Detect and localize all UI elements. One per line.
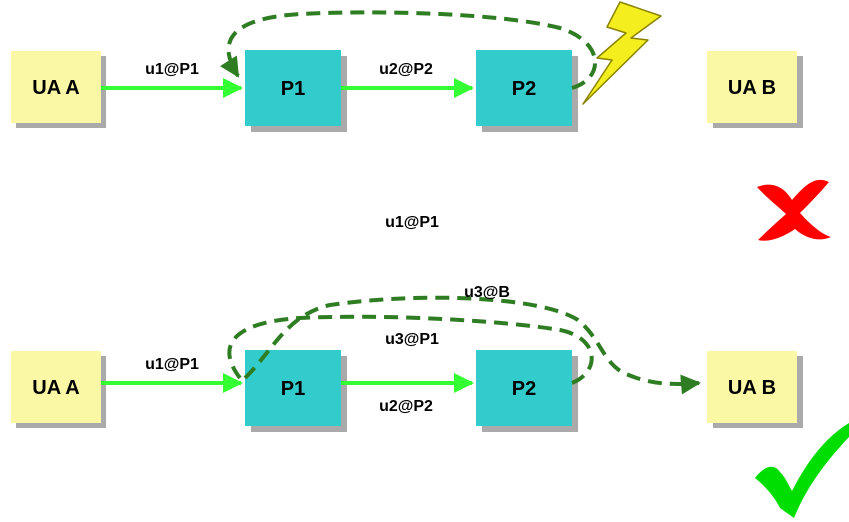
bottom-outer-loop [243,295,701,395]
bottom-node-ua-a-label: UA A [32,377,79,399]
bottom-node-ua-b: UA B [707,351,797,423]
top-response-loop [219,10,598,90]
top-node-ua-b: UA B [707,51,797,123]
bottom-label-p1-to-p2: u2@P2 [379,398,433,415]
top-node-p2: P2 [476,50,572,126]
bottom-scenario: UA A P1 P2 UA B u1@P1 u2@P2 u3@B u3@P1 [11,284,803,432]
middle-label: u1@P1 [385,214,439,231]
top-node-p1-label: P1 [281,78,305,100]
bottom-node-ua-a: UA A [11,351,101,423]
bottom-node-p1-label: P1 [281,378,305,400]
top-node-ua-a: UA A [11,51,101,123]
check-icon [755,423,849,518]
top-label-ua-a-to-p1: u1@P1 [145,61,199,78]
top-scenario: UA A P1 P2 UA B u1@P1 u2@P2 [11,1,803,132]
bottom-node-ua-b-label: UA B [728,377,776,399]
top-node-ua-a-label: UA A [32,77,79,99]
bottom-node-p1: P1 [245,350,341,426]
lightning-icon [582,1,662,105]
cross-icon [757,179,831,241]
top-node-p1: P1 [245,50,341,126]
top-node-p2-label: P2 [512,78,536,100]
bottom-inner-loop [227,314,594,385]
bottom-node-p2-label: P2 [512,378,536,400]
bottom-label-loop-inner: u3@P1 [385,331,439,348]
bottom-label-loop-outer: u3@B [464,284,510,301]
top-node-ua-b-label: UA B [728,77,776,99]
top-label-p1-to-p2: u2@P2 [379,61,433,78]
bottom-node-p2: P2 [476,350,572,426]
bottom-label-ua-a-to-p1: u1@P1 [145,356,199,373]
